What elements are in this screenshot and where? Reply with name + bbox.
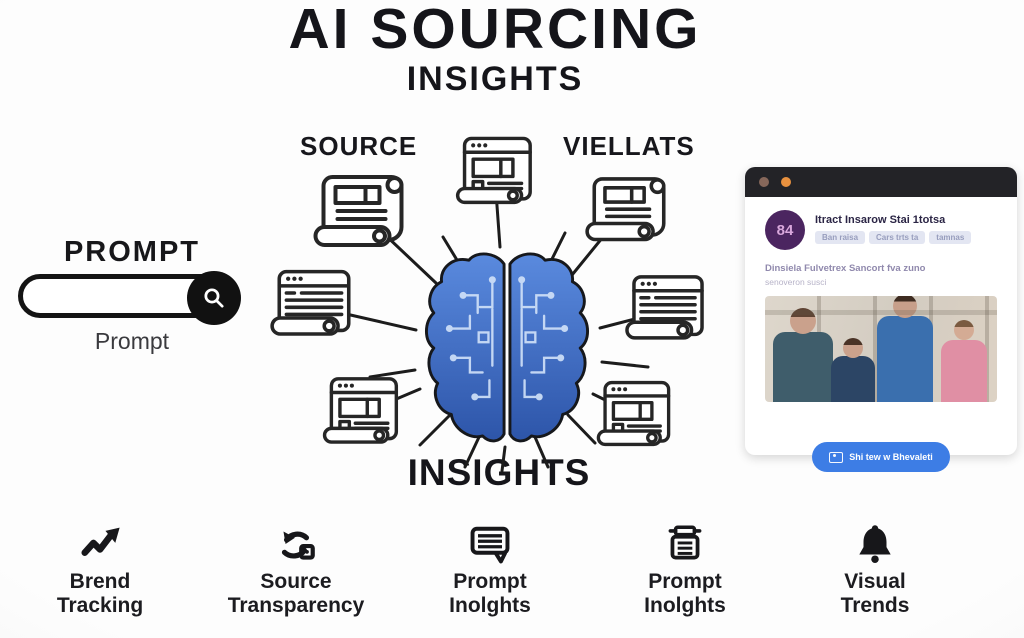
feature-label: Tracking — [56, 594, 144, 618]
prompt-heading: PROMPT — [63, 236, 201, 268]
cta-label: Shi tew w Bhevaleti — [849, 452, 933, 462]
trend-arrow-icon — [0, 514, 200, 566]
card-badge: Cars trts ta — [869, 231, 926, 244]
document-icon-top-center — [449, 124, 544, 222]
page-title: AI SOURCING — [288, 0, 702, 61]
printer-icon — [585, 514, 785, 566]
feature-label: Inolghts — [644, 594, 726, 618]
document-icon-bottom-right — [590, 369, 682, 463]
cycle-arrows-icon — [196, 514, 396, 566]
feature-prompt-insights-2: Prompt Inolghts — [585, 514, 785, 618]
card-badge: tamnas — [929, 231, 972, 244]
camera-icon — [829, 451, 844, 463]
window-dot-icon — [781, 177, 791, 187]
feature-label: Inolghts — [449, 594, 531, 618]
document-icon-mid-left — [265, 258, 363, 353]
feature-label: Visual — [844, 570, 906, 593]
card-titlebar — [745, 167, 1017, 197]
card-meta-line: senoveron susci — [765, 277, 827, 287]
card-title: Itract Insarow Stai 1totsa — [815, 214, 946, 226]
page-subtitle: INSIGHTS — [406, 60, 584, 99]
window-dot-icon — [759, 177, 769, 187]
avatar: 84 — [765, 210, 805, 250]
circuit-brain-icon — [424, 252, 590, 443]
feature-label: Trends — [840, 594, 910, 618]
card-meta-line: Dinsiela Fulvetrex Sancort fva zuno — [765, 263, 926, 274]
document-icon-top-left — [305, 167, 420, 259]
card-cta-button[interactable]: Shi tew w Bhevaleti — [812, 442, 950, 472]
feature-label: Brend — [69, 570, 131, 593]
feature-label: Prompt — [648, 570, 722, 593]
feature-label: Source — [260, 570, 332, 593]
feature-visual-trends: Visual Trends — [775, 514, 975, 618]
prompt-caption: Prompt — [94, 328, 170, 354]
insights-label: INSIGHTS — [407, 452, 591, 493]
document-icon-top-right — [580, 167, 678, 255]
feature-brand-tracking: Brend Tracking — [0, 514, 200, 618]
document-icon-mid-right — [620, 264, 716, 356]
feature-prompt-insights-1: Prompt Inolghts — [390, 514, 590, 618]
visual-data-label: VIELLATS — [563, 131, 695, 161]
document-icon-bottom-left — [316, 366, 410, 460]
card-badge: Ban raisa — [815, 231, 866, 244]
feature-label: Transparency — [227, 594, 365, 618]
prompt-search-bar[interactable] — [18, 271, 241, 325]
chat-bubble-icon — [390, 514, 590, 566]
people-photo — [765, 296, 997, 402]
feature-label: Prompt — [453, 570, 527, 593]
bell-icon — [775, 514, 975, 566]
feature-source-transparency: Source Transparency — [196, 514, 396, 618]
source-label: SOURCE — [300, 131, 418, 161]
search-icon[interactable] — [187, 271, 241, 325]
browser-card: 84 Itract Insarow Stai 1totsa Ban raisa … — [745, 167, 1017, 472]
